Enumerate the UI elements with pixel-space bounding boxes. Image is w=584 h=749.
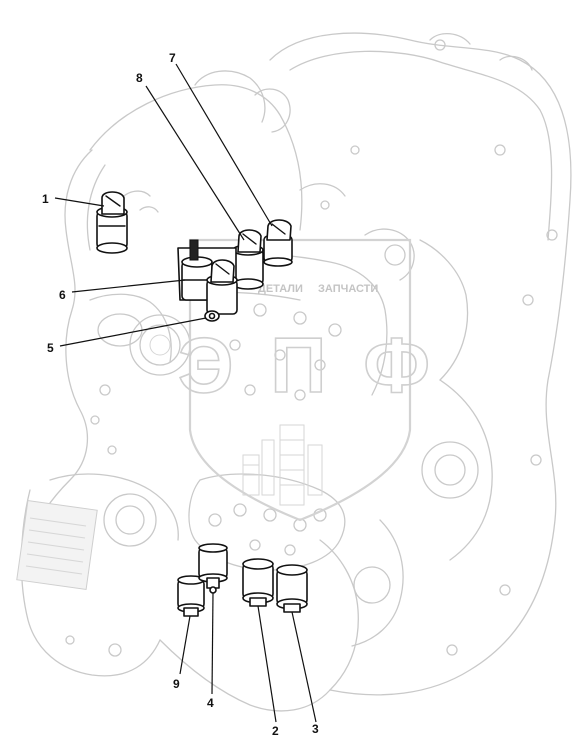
solenoid-valve-5	[204, 259, 238, 322]
leader-4	[211, 592, 214, 695]
watermark-tagline-left: ДЕТАЛИ	[258, 283, 303, 295]
nameplate-lines	[25, 517, 87, 575]
leader-1	[54, 197, 105, 207]
leader-lines	[54, 63, 317, 723]
leader-7	[175, 63, 273, 227]
callout-9: 9	[173, 677, 180, 691]
leader-5	[59, 317, 207, 347]
watermark-skyline	[242, 424, 323, 506]
solenoid-valve-2	[242, 558, 274, 607]
leader-9	[179, 615, 191, 675]
callouts: 1 6 5 8 7 9 4 2 3	[42, 51, 319, 738]
transmission-housing	[16, 32, 572, 712]
watermark-logo-text: ЭПФ	[178, 321, 430, 409]
solenoid-valve-9	[177, 575, 205, 617]
callout-3: 3	[312, 722, 319, 736]
callout-6: 6	[59, 288, 66, 302]
solenoid-valve-7	[263, 219, 293, 267]
leader-3	[291, 611, 317, 723]
leader-2	[257, 605, 277, 723]
shield-logo-icon	[188, 238, 412, 522]
solenoid-valve-1	[96, 191, 128, 254]
callout-7: 7	[169, 51, 176, 65]
callout-4: 4	[207, 696, 214, 710]
callout-1: 1	[42, 192, 49, 206]
leader-8	[145, 85, 245, 241]
callout-2: 2	[272, 724, 279, 738]
solenoid-valve-3	[276, 564, 308, 613]
callout-8: 8	[136, 71, 143, 85]
callout-5: 5	[47, 341, 54, 355]
watermark-shield: ДЕТАЛИ ЗАПЧАСТИ ЭПФ	[177, 238, 431, 522]
leader-6	[71, 279, 186, 293]
solenoid-valve-4	[198, 543, 228, 594]
watermark-tagline-right: ЗАПЧАСТИ	[318, 283, 378, 295]
